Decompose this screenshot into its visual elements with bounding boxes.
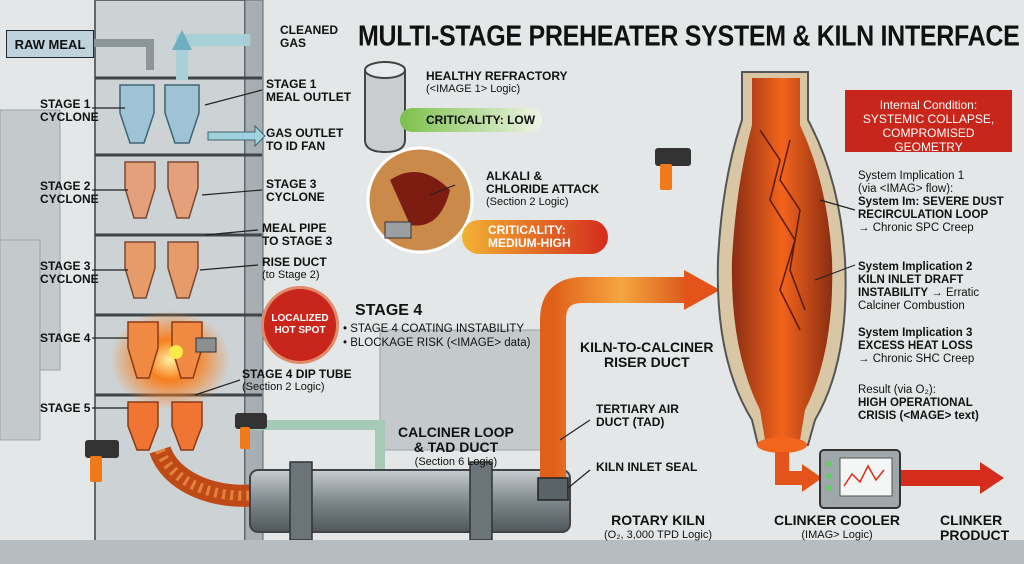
thermal-gun-icon [85,440,119,482]
kiln-inlet-seal-label: KILN INLET SEAL [596,460,698,474]
implication-1: System Implication 1(via <IMAG> flow):Sy… [858,170,1004,234]
gas-outlet-arrow [207,124,266,148]
thermal-gun-icon [235,413,267,449]
cooler-arrow [775,452,808,485]
alkali-attack-label: ALKALI &CHLORIDE ATTACK(Section 2 Logic) [486,169,600,209]
riser-duct [540,277,690,485]
raw-meal-pipe [92,39,154,70]
cleaned-gas-arrow [172,30,192,50]
leader-lines [92,89,856,489]
internal-condition-box: Internal Condition:SYSTEMIC COLLAPSE,COM… [845,90,1012,154]
clinker-cooler-monitor [819,449,901,509]
tad-duct [250,420,385,470]
rotary-kiln-body [0,461,1024,564]
criticality-low-badge: CRITICALITY: LOW [400,108,542,132]
healthy-refractory-image [364,61,406,154]
stage5-label: STAGE 5 [40,401,91,415]
rotary-kiln-label: ROTARY KILN(O₂, 3,000 TPD Logic) [604,512,713,542]
page-title: MULTI-STAGE PREHEATER SYSTEM & KILN INTE… [358,20,1020,53]
kiln-inlet-seal [537,477,569,501]
healthy-refractory-label: HEALTHY REFRACTORY(<IMAGE 1> Logic) [426,69,568,96]
kiln-cutaway [716,71,847,453]
alkali-attack-image [366,146,474,254]
stage4-heading: STAGE 4 [355,302,423,319]
background-structures [0,109,561,451]
dip-tube-label: STAGE 4 DIP TUBE(Section 2 Logic) [242,367,352,394]
thermal-gun-icon [655,148,691,190]
stage4-label: STAGE 4 [40,331,91,345]
hotspot-bullets: • STAGE 4 COATING INSTABILITY• BLOCKAGE … [343,323,531,349]
calciner-loop-label: CALCINER LOOP& TAD DUCT(Section 6 Logic) [398,424,514,469]
rise-duct-label: RISE DUCT(to Stage 2) [262,255,327,282]
criticality-high-badge: CRITICALITY:MEDIUM-HIGH [462,220,608,254]
clinker-cooler-label: CLINKER COOLER(IMAG> Logic) [774,512,900,542]
raw-meal-label: RAW MEAL [6,30,94,58]
riser-arrow [684,270,720,310]
